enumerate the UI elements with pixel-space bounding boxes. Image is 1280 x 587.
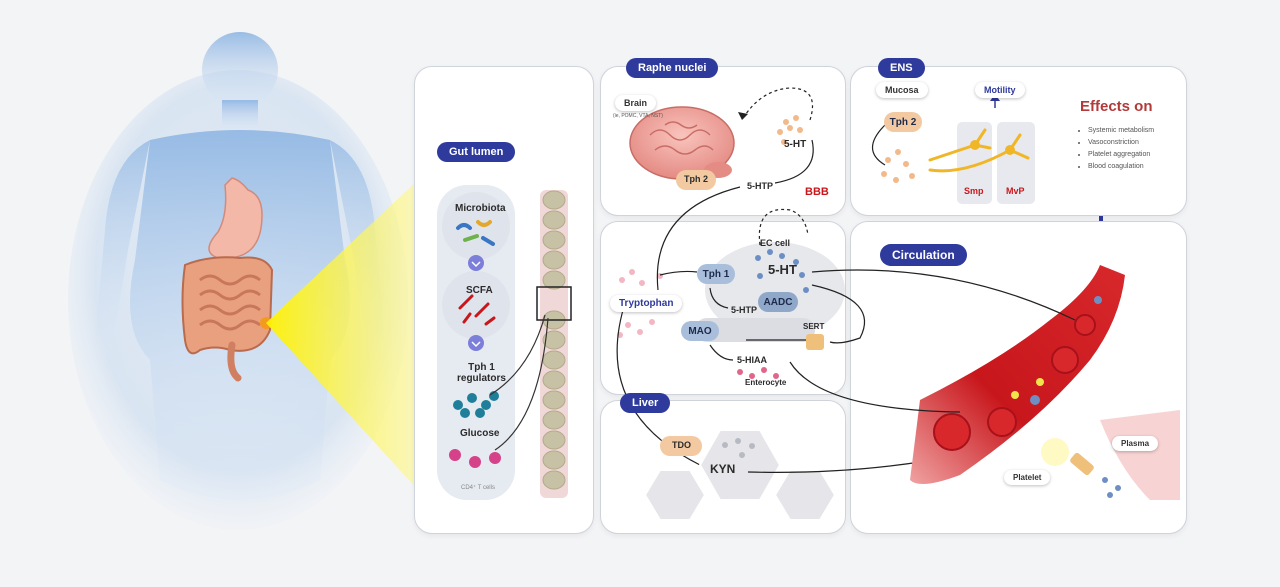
effect-item: Platelet aggregation xyxy=(1088,149,1154,161)
raphe-5ht-dots xyxy=(777,115,803,145)
smp-label: Smp xyxy=(964,186,984,196)
enterocyte-label: Enterocyte xyxy=(745,378,787,387)
chevron-down-icon xyxy=(468,335,484,351)
aadc-enzyme: AADC xyxy=(758,292,798,312)
brain-label: Brain xyxy=(615,95,657,111)
hiaa-dots xyxy=(737,367,779,379)
enterocyte-body xyxy=(695,318,815,342)
mucosa-label: Mucosa xyxy=(876,82,928,98)
zoom-beam xyxy=(266,180,418,490)
glucose-label: Glucose xyxy=(460,428,500,439)
ec-cell-body xyxy=(705,242,845,338)
raphe-5ht-label: 5-HT xyxy=(784,139,807,150)
platelet-icon xyxy=(1041,438,1069,466)
effect-item: Blood coagulation xyxy=(1088,161,1154,173)
epithelium-column xyxy=(536,190,572,498)
tryptophan-label: Tryptophan xyxy=(610,295,683,312)
tdo-label: TDO xyxy=(672,440,691,450)
tph1-regulators-label: Tph 1 regulators xyxy=(457,362,506,384)
plasma-label: Plasma xyxy=(1112,436,1159,451)
scfa-label: SCFA xyxy=(466,285,493,296)
platelet-sert xyxy=(1070,452,1094,476)
kyn-label: KYN xyxy=(710,462,736,476)
circulation-title: Circulation xyxy=(880,244,967,266)
chevron-down-icon xyxy=(468,255,484,271)
glucose-cells-icon xyxy=(449,449,501,468)
microbiota-label: Microbiota xyxy=(455,203,506,214)
sert-transporter xyxy=(806,334,824,350)
tryptophan-dots xyxy=(617,269,663,338)
raphe-5htp-label: 5-HTP xyxy=(747,181,774,191)
blood-vessel-icon xyxy=(910,265,1125,484)
gut-lumen-title: Gut lumen xyxy=(437,142,516,162)
sert-label: SERT xyxy=(803,322,825,331)
liver-cell-icon xyxy=(643,429,837,521)
ec-cell-label: EC cell xyxy=(760,238,791,248)
liver-title: Liver xyxy=(620,393,671,413)
scfa-circle xyxy=(442,271,510,339)
mvp-label: MvP xyxy=(1006,186,1025,196)
effects-title: Effects on xyxy=(1080,98,1153,115)
bacteria-icon xyxy=(456,220,495,246)
mao-enzyme: MAO xyxy=(681,321,719,341)
bbb-label: BBB xyxy=(805,186,829,198)
effect-item: Systemic metabolism xyxy=(1088,125,1154,137)
ec-5ht-label: 5-HT xyxy=(768,262,797,277)
ec-5ht-dots xyxy=(755,249,809,293)
raphe-nuclei-title: Raphe nuclei xyxy=(626,58,719,78)
ens-tph2-enzyme: Tph 2 xyxy=(884,112,922,132)
stomach-icon xyxy=(208,177,263,260)
tph1-enzyme: Tph 1 xyxy=(697,264,735,284)
platelet-label: Platelet xyxy=(1004,470,1051,485)
effects-list: Systemic metabolism Vasoconstriction Pla… xyxy=(1078,125,1154,173)
raphe-tph2-label: Tph 2 xyxy=(684,174,708,184)
cd4-label: CD4⁺ T cells xyxy=(461,485,495,491)
ens-title: ENS xyxy=(878,58,925,78)
motility-label: Motility xyxy=(975,82,1025,98)
brain-sub-label: (ie, POMC, VTA, NST) xyxy=(613,113,663,119)
effect-item: Vasoconstriction xyxy=(1088,137,1154,149)
raphe-tph2-bg xyxy=(676,170,716,190)
scfa-molecule-icon xyxy=(458,294,496,326)
ec-5htp-label: 5-HTP xyxy=(731,305,758,315)
hiaa-label: 5-HIAA xyxy=(737,355,768,365)
